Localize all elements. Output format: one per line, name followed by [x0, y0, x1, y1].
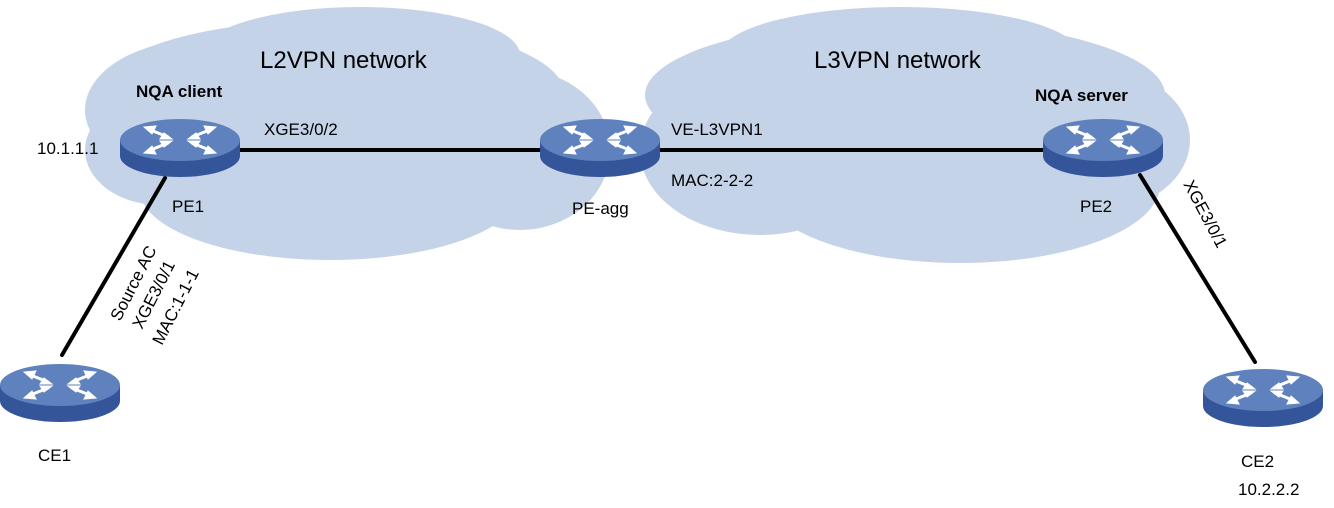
ce2-name: CE2 [1241, 452, 1274, 471]
pe2-ce2-interface: XGE3/0/1 [1179, 177, 1230, 251]
router-icon-pe-agg[interactable] [538, 117, 662, 179]
router-icon-ce1[interactable] [0, 362, 122, 424]
router-icon-pe1[interactable] [118, 117, 242, 179]
link-pe2-ce2 [1138, 173, 1257, 364]
l3vpn-title: L3VPN network [814, 47, 982, 74]
pe2-role: NQA server [1035, 86, 1128, 105]
pe1-peagg-interface: XGE3/0/2 [264, 120, 338, 139]
pe-agg-name: PE-agg [572, 199, 629, 218]
ce1-name: CE1 [38, 446, 71, 465]
pe1-role: NQA client [136, 82, 223, 101]
l2vpn-title: L2VPN network [260, 47, 428, 74]
pe1-address: 10.1.1.1 [37, 139, 98, 158]
ce2-address: 10.2.2.2 [1238, 480, 1299, 499]
link-pe1-ce1 [60, 176, 167, 357]
router-icon-pe2[interactable] [1041, 117, 1165, 179]
pe2-name: PE2 [1080, 197, 1112, 216]
pe1-name: PE1 [172, 197, 204, 216]
router-icon-ce2[interactable] [1201, 367, 1325, 429]
links [60, 148, 1257, 364]
peagg-ve-interface: VE-L3VPN1 [671, 120, 763, 139]
peagg-mac: MAC:2-2-2 [671, 171, 753, 190]
